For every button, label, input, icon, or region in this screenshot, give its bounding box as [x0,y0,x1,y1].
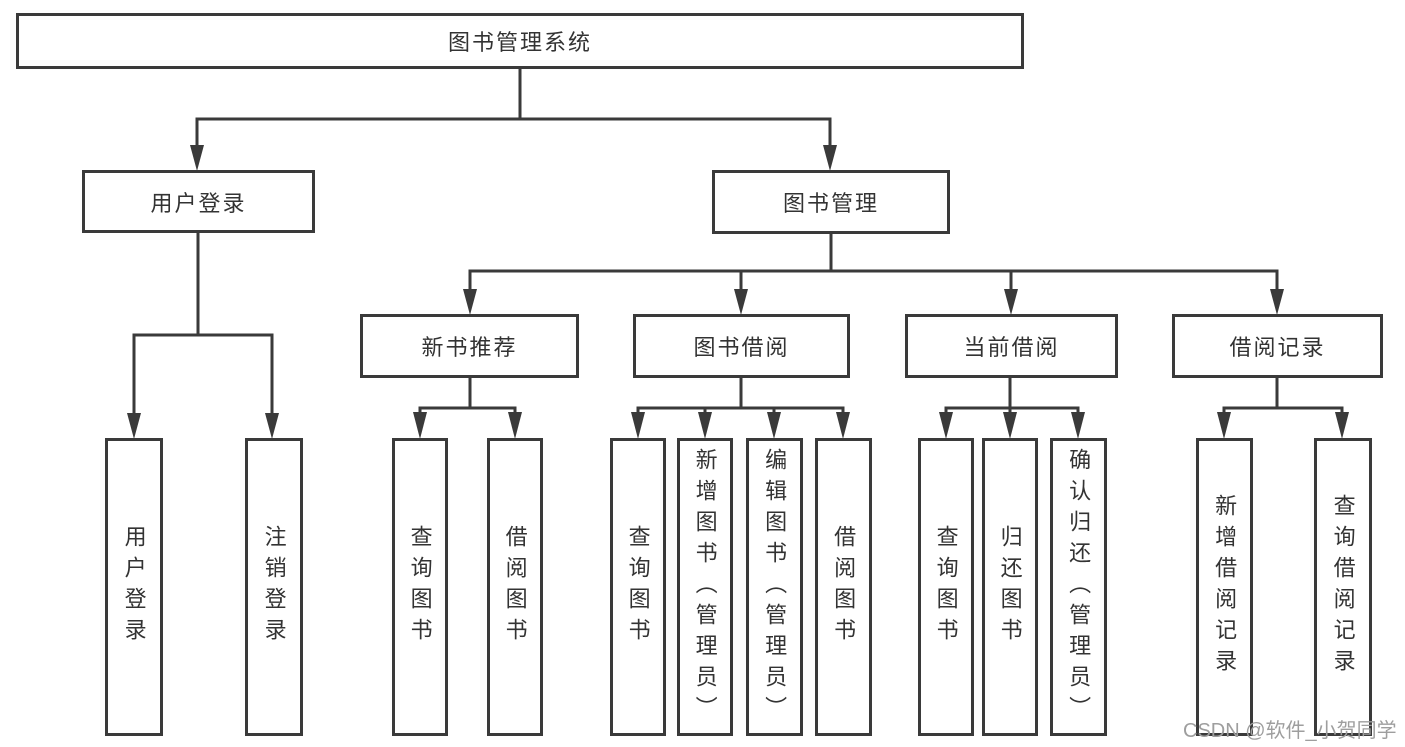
arrowhead-cb-confirm-return [1071,412,1085,439]
leaf-bb-query-book: 查询图书 [610,438,666,736]
node-book-management: 图书管理 [712,170,950,234]
arrowhead-br-query-record [1335,412,1349,439]
leaf-br-query-record-label: 查询借阅记录 [1330,494,1356,680]
leaf-br-add-record: 新增借阅记录 [1196,438,1253,736]
node-current-borrowing: 当前借阅 [905,314,1118,378]
leaf-bb-borrow-book-label: 借阅图书 [831,525,857,649]
csdn-watermark: CSDN @软件_小贺同学 [1183,720,1397,742]
arrowhead-leaf-logout [265,413,279,439]
connector-borrowing-bar [636,406,845,414]
arrowhead-cb-return-book [1003,412,1017,439]
arrowhead-bb-borrow-book [836,412,850,439]
leaf-bb-add-book-admin-label: 新增图书（管理员） [692,447,718,727]
arrowhead-book-management [823,145,837,171]
node-current-borrowing-label: 当前借阅 [963,335,1060,360]
connector-book-management-bar [468,269,1279,290]
arrowhead-rec-borrow-book [508,412,522,439]
connector-user-login-bar [132,333,274,414]
leaf-bb-add-book-admin: 新增图书（管理员） [677,438,733,736]
arrowhead-br-add-record [1217,412,1231,439]
arrowhead-bb-edit-book [767,412,781,439]
leaf-logout: 注销登录 [245,438,303,736]
node-new-book-recommend-label: 新书推荐 [421,335,518,360]
arrowhead-bb-add-book [698,412,712,439]
leaf-rec-query-book-label: 查询图书 [407,525,433,649]
leaf-cb-confirm-return-admin: 确认归还（管理员） [1050,438,1107,736]
node-new-book-recommend: 新书推荐 [360,314,579,378]
leaf-cb-return-book-label: 归还图书 [997,525,1023,649]
leaf-cb-query-book-label: 查询图书 [933,525,959,649]
node-user-login: 用户登录 [82,170,315,233]
connector-records-bar [1222,406,1344,414]
leaf-user-login-label: 用户登录 [121,525,147,649]
node-book-borrowing-label: 图书借阅 [693,335,790,360]
leaf-rec-query-book: 查询图书 [392,438,448,736]
arrowhead-borrowing-records [1270,289,1284,315]
connector-recommend-bar [418,406,517,414]
leaf-cb-return-book: 归还图书 [982,438,1038,736]
leaf-cb-confirm-return-admin-label: 确认归还（管理员） [1066,447,1092,727]
arrowhead-leaf-user-login [127,413,141,439]
node-book-management-label: 图书管理 [782,191,879,216]
leaf-bb-query-book-label: 查询图书 [625,525,651,649]
leaf-logout-label: 注销登录 [261,525,287,649]
leaf-user-login: 用户登录 [105,438,163,736]
leaf-br-add-record-label: 新增借阅记录 [1212,494,1238,680]
arrowhead-book-borrowing [734,289,748,315]
arrowhead-current-borrowing [1004,289,1018,315]
arrowhead-bb-query-book [631,412,645,439]
node-user-login-label: 用户登录 [150,190,247,216]
node-root: 图书管理系统 [16,13,1024,69]
leaf-rec-borrow-book-label: 借阅图书 [502,525,528,649]
connector-root-bar [195,117,832,146]
node-root-label: 图书管理系统 [447,30,592,55]
arrowhead-cb-query-book [939,412,953,439]
node-borrowing-records-label: 借阅记录 [1229,335,1326,360]
arrowhead-new-book-recommend [463,289,477,315]
arrowhead-rec-query-book [413,412,427,439]
leaf-bb-borrow-book: 借阅图书 [815,438,872,736]
arrowhead-user-login [190,145,204,171]
leaf-br-query-record: 查询借阅记录 [1314,438,1372,736]
leaf-bb-edit-book-admin-label: 编辑图书（管理员） [762,447,788,727]
node-book-borrowing: 图书借阅 [633,314,850,378]
leaf-rec-borrow-book: 借阅图书 [487,438,543,736]
leaf-cb-query-book: 查询图书 [918,438,974,736]
leaf-bb-edit-book-admin: 编辑图书（管理员） [746,438,803,736]
connector-current-bar [944,406,1080,414]
node-borrowing-records: 借阅记录 [1172,314,1383,378]
